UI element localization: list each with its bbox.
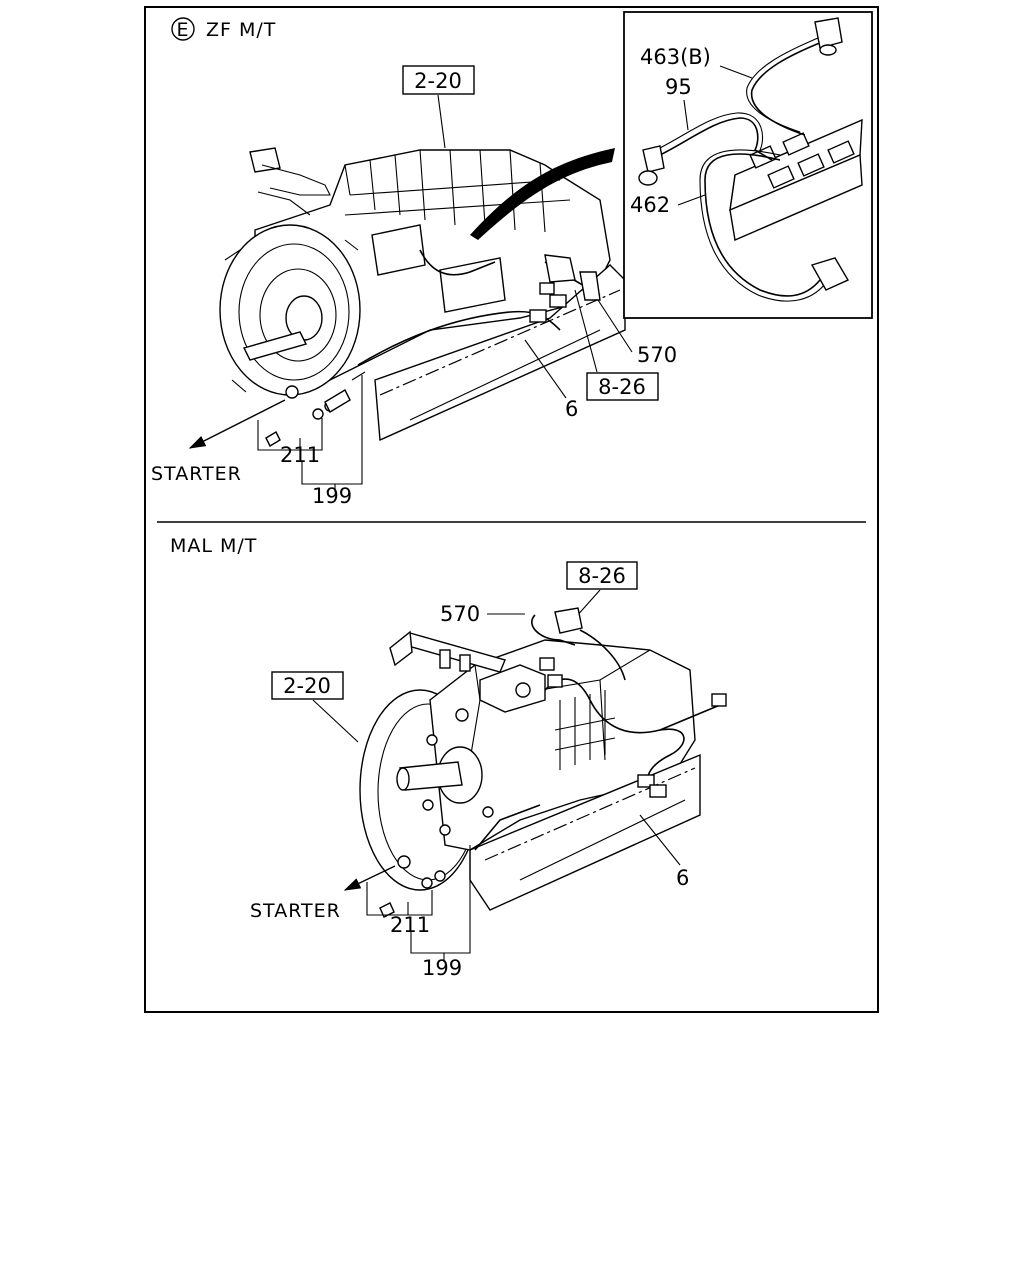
top-ref-box-8-26: 8-26 <box>598 375 646 399</box>
bottom-ref-box-2-20: 2-20 <box>283 674 331 698</box>
section-marker-circle <box>171 17 195 41</box>
top-label-570: 570 <box>637 343 677 367</box>
bottom-label-211: 211 <box>390 913 430 937</box>
bottom-label-199: 199 <box>422 956 462 980</box>
bottom-ref-box-8-26: 8-26 <box>578 564 626 588</box>
bottom-ref-box-8-26-outline <box>566 561 638 590</box>
bottom-section-title: MAL M/T <box>170 535 257 557</box>
top-ref-box-8-26-outline <box>586 372 659 401</box>
inset-label-463b: 463(B) <box>640 45 711 69</box>
bottom-label-6: 6 <box>676 866 689 890</box>
top-ref-box-2-20: 2-20 <box>414 69 462 93</box>
inset-label-95: 95 <box>665 75 692 99</box>
bottom-section: MAL M/T 8-26 570 2-20 <box>170 535 727 980</box>
top-label-6: 6 <box>565 397 578 421</box>
harness-inset: 463(B) 95 462 <box>623 11 873 319</box>
top-ref-box-outline <box>402 65 475 95</box>
inset-pointer-wedge <box>470 148 615 240</box>
top-starter-arrow <box>188 399 286 449</box>
outer-frame <box>144 6 879 1013</box>
top-starter-label: STARTER <box>151 463 242 485</box>
mal-transmission <box>359 607 727 911</box>
bottom-starter-label: STARTER <box>250 900 341 922</box>
section-marker-letter: E <box>176 19 189 41</box>
bottom-starter-arrow <box>343 865 396 891</box>
zf-transmission <box>219 147 626 442</box>
top-bolts <box>265 385 351 447</box>
top-label-211: 211 <box>280 443 320 467</box>
top-section-title: ZF M/T <box>206 19 276 41</box>
bottom-ref-box-2-20-outline <box>271 671 344 700</box>
bottom-label-570: 570 <box>440 602 480 626</box>
bottom-bolts <box>379 855 446 918</box>
top-label-199: 199 <box>312 484 352 508</box>
top-section: E ZF M/T 2-20 <box>151 11 873 508</box>
inset-label-462: 462 <box>630 193 670 217</box>
